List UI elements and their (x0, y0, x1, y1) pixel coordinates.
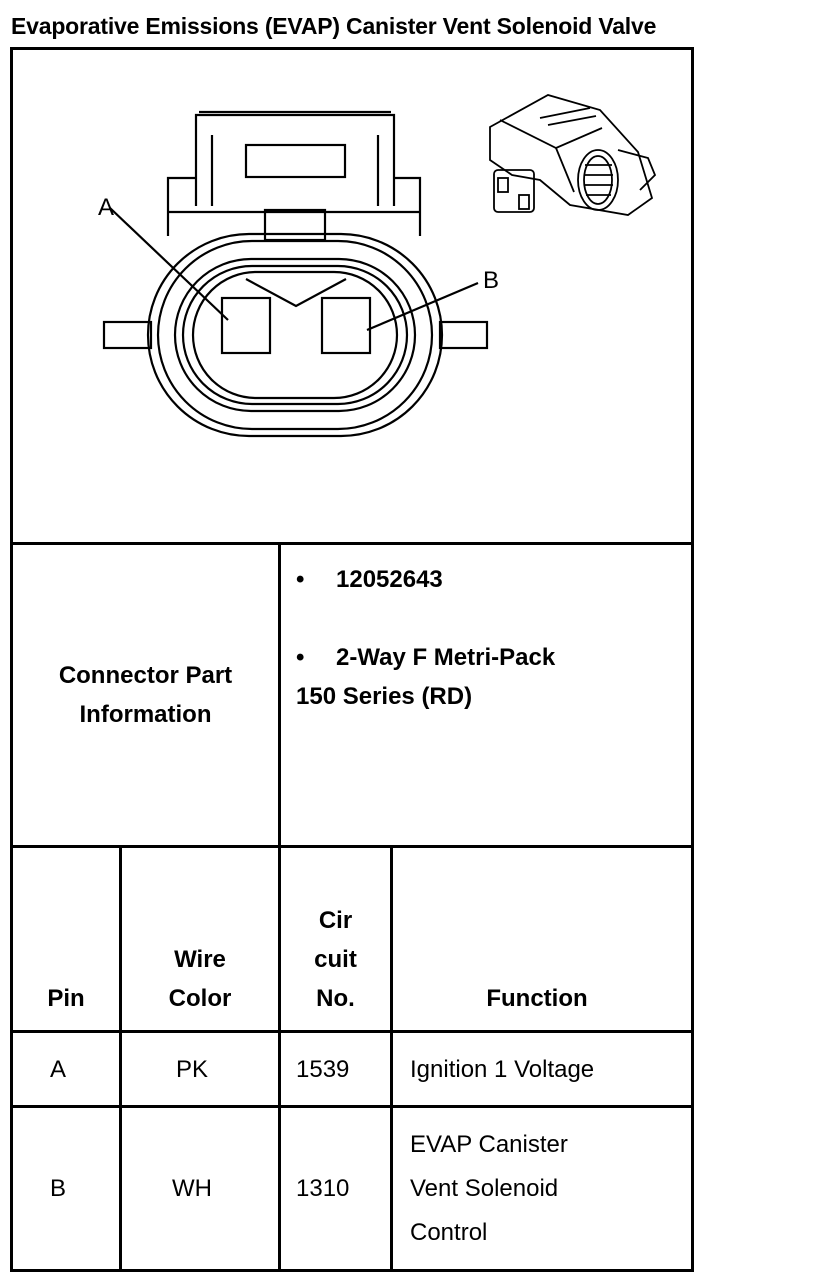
header-circuit-number: Cir cuit No. (281, 901, 390, 1018)
connector-description-item: • 2-Way F Metri-Pack 150 Series (RD) (296, 638, 555, 716)
connector-info-label: Connector Part Information (13, 545, 278, 845)
header-circuit-line3: No. (316, 985, 355, 1012)
pin-a-callout: A (98, 194, 114, 221)
connector-description-line1: 2-Way F Metri-Pack (336, 644, 556, 671)
divider-diagram (10, 542, 694, 545)
header-wire-color-line2: Color (168, 985, 232, 1012)
divider-row-a (10, 1105, 694, 1108)
page-title: Evaporative Emissions (EVAP) Canister Ve… (11, 13, 657, 39)
connector-table-frame (10, 47, 694, 1272)
header-circuit-line1: Cir (318, 907, 353, 934)
divider-connector-info (10, 845, 694, 848)
row-a-circuit: 1539 (296, 1056, 350, 1083)
divider-info-column (278, 545, 281, 1272)
header-circuit-line2: cuit (314, 946, 357, 973)
row-b-function: EVAP Canister Vent Solenoid Control (410, 1123, 568, 1255)
connector-info-label-line1: Connector Part (58, 662, 233, 689)
divider-circuit-column (390, 848, 393, 1272)
row-b-function-line1: EVAP Canister (410, 1131, 568, 1158)
connector-description-line2: 150 Series (RD) (296, 683, 473, 710)
bullet-marker: • (296, 644, 305, 671)
connector-face-drawing: A B (98, 94, 657, 438)
header-wire-color: Wire Color (122, 940, 278, 1018)
pin-b-callout: B (483, 267, 499, 294)
row-b-function-line3: Control (410, 1219, 488, 1246)
row-a-pin: A (49, 1056, 66, 1083)
divider-header (10, 1030, 694, 1033)
part-number-item: • 12052643 (296, 560, 443, 599)
row-a-wire-color: PK (175, 1056, 208, 1083)
header-pin: Pin (47, 985, 85, 1012)
row-b-pin: B (49, 1175, 66, 1202)
header-function: Function (486, 985, 588, 1012)
row-a-function: Ignition 1 Voltage (410, 1056, 595, 1083)
row-b-function-line2: Vent Solenoid (410, 1175, 559, 1202)
connector-info-label-line2: Information (79, 701, 212, 728)
bullet-marker: • (296, 566, 305, 593)
part-number: 12052643 (336, 566, 443, 593)
divider-pin-column (119, 848, 122, 1272)
header-wire-color-line1: Wire (174, 946, 226, 973)
connector-diagram: A B (13, 50, 691, 542)
row-b-wire-color: WH (172, 1175, 212, 1202)
row-b-circuit: 1310 (296, 1175, 350, 1202)
